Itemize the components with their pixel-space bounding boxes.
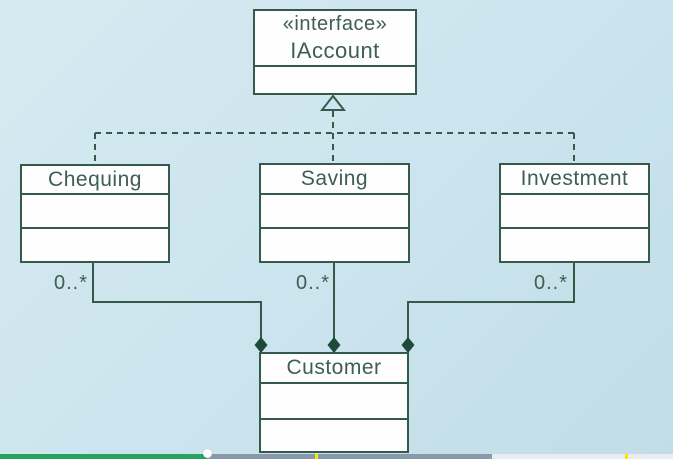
progress-played-segment[interactable] [0, 454, 207, 459]
realization-connectors [94, 111, 575, 163]
class-box-iaccount: «interface» IAccount [253, 9, 417, 95]
playhead-handle[interactable] [203, 449, 212, 458]
saving-name: Saving [300, 167, 369, 190]
progress-buffered-segment[interactable] [207, 454, 492, 459]
iaccount-title: «interface» IAccount [255, 11, 415, 65]
customer-name: Customer [286, 356, 382, 379]
composition-diamonds [254, 337, 415, 353]
multiplicity-chequing: 0..* [53, 272, 88, 294]
composition-diamond-icon [401, 337, 415, 353]
investment-attributes-compartment [501, 193, 648, 227]
chapter-marker-icon[interactable] [315, 454, 318, 459]
chequing-attributes-compartment [22, 193, 168, 227]
iaccount-name: IAccount [290, 38, 380, 63]
chequing-operations-compartment [22, 227, 168, 261]
iaccount-members-compartment [255, 65, 415, 93]
interface-stereotype: «interface» [282, 13, 388, 35]
investment-operations-compartment [501, 227, 648, 261]
class-box-chequing: Chequing [20, 164, 170, 263]
customer-attributes-compartment [261, 382, 407, 418]
customer-operations-compartment [261, 418, 407, 451]
video-progress-bar[interactable] [0, 449, 673, 459]
composition-diamond-icon [327, 337, 341, 353]
composition-connectors [92, 263, 575, 338]
chequing-name: Chequing [48, 167, 142, 191]
investment-name: Investment [520, 167, 629, 190]
composition-line-chequing [92, 263, 262, 338]
composition-line-investment [407, 263, 575, 338]
saving-operations-compartment [261, 227, 408, 261]
composition-diamond-icon [254, 337, 268, 353]
class-box-investment: Investment [499, 163, 650, 263]
realization-arrow-icon [319, 94, 347, 111]
progress-remaining-segment[interactable] [492, 454, 673, 459]
multiplicity-saving: 0..* [295, 272, 330, 294]
multiplicity-investment: 0..* [533, 272, 568, 294]
chapter-marker-icon[interactable] [625, 454, 628, 459]
class-box-customer: Customer [259, 352, 409, 453]
saving-attributes-compartment [261, 193, 408, 227]
class-box-saving: Saving [259, 163, 410, 263]
